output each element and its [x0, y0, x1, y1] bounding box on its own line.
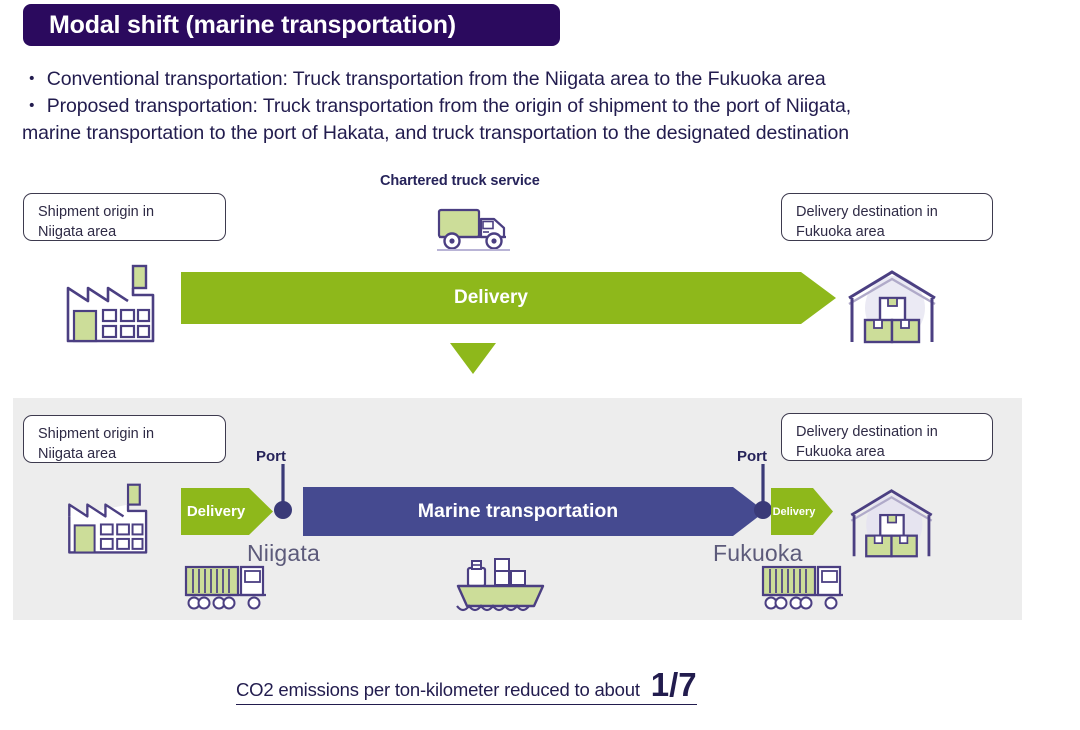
description-line-1: ・ Conventional transportation: Truck tra…: [22, 68, 826, 90]
co2-reduction-fraction: 1/7: [650, 666, 697, 703]
arrow-shape: [771, 488, 833, 535]
warehouse-icon: [848, 270, 936, 344]
proposed-last-leg-label: Delivery: [772, 505, 816, 518]
callout-text: Shipment origin in Niigata area: [38, 204, 155, 240]
container-ship-icon: [456, 558, 545, 612]
page-title-banner: Modal shift (marine transportation): [23, 4, 560, 46]
co2-reduction-text: CO2 emissions per ton-kilometer reduced …: [236, 679, 640, 700]
container-truck-icon: [761, 565, 843, 610]
callout-text: Delivery destination in Fukuoka area: [796, 424, 938, 460]
page-title: Modal shift (marine transportation): [49, 10, 456, 39]
factory-icon: [66, 264, 155, 343]
callout-shipment-origin-conventional: Shipment origin in Niigata area: [23, 193, 226, 241]
port-pin-icon: [274, 464, 292, 519]
container-truck-icon: [184, 565, 266, 610]
callout-text: Shipment origin in Niigata area: [38, 426, 155, 462]
arrow-shape: [181, 488, 273, 535]
port-label-right: Port: [737, 448, 767, 465]
proposed-first-leg-label: Delivery: [186, 503, 246, 520]
description-line-3: marine transportation to the port of Hak…: [22, 122, 849, 144]
arrow-shape: [181, 272, 836, 324]
port-label-left: Port: [256, 448, 286, 465]
city-label-fukuoka: Fukuoka: [713, 540, 803, 566]
truck-icon: [437, 208, 510, 251]
callout-delivery-destination-proposed: Delivery destination in Fukuoka area: [781, 413, 993, 461]
proposed-last-leg-arrow: Delivery: [771, 488, 833, 535]
callout-text: Delivery destination in Fukuoka area: [796, 204, 938, 240]
conventional-delivery-arrow: Delivery: [181, 272, 836, 324]
proposed-first-leg-arrow: Delivery: [181, 488, 273, 535]
factory-icon: [68, 483, 148, 554]
marine-transportation-arrow: Marine transportation: [303, 487, 765, 536]
co2-reduction-statement: CO2 emissions per ton-kilometer reduced …: [236, 668, 697, 705]
callout-shipment-origin-proposed: Shipment origin in Niigata area: [23, 415, 226, 463]
marine-transportation-label: Marine transportation: [417, 500, 619, 522]
description-line-2: ・ Proposed transportation: Truck transpo…: [22, 95, 852, 117]
callout-delivery-destination-conventional: Delivery destination in Fukuoka area: [781, 193, 993, 241]
conventional-delivery-label: Delivery: [454, 287, 528, 308]
city-label-niigata: Niigata: [247, 540, 320, 566]
chartered-truck-service-label: Chartered truck service: [380, 173, 540, 189]
down-arrow-icon: [450, 343, 496, 374]
description-block: ・ Conventional transportation: Truck tra…: [22, 66, 1062, 147]
warehouse-icon: [850, 489, 933, 558]
port-pin-icon: [754, 464, 772, 519]
arrow-shape: [303, 487, 765, 536]
